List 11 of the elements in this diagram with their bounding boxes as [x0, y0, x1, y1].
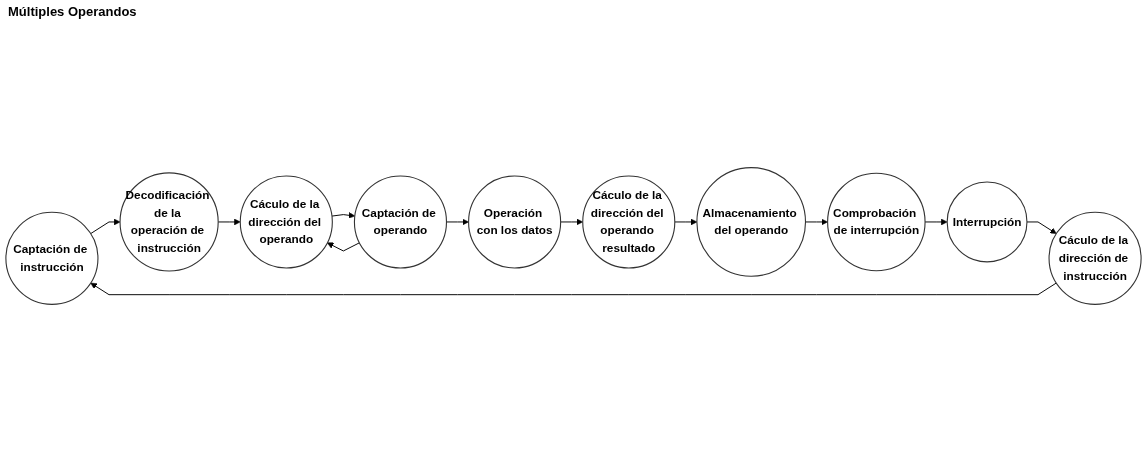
node-circle: Decodificación de la operación de instrucción	[119, 172, 219, 272]
node-circle: Cáculo de la dirección del operando resultado	[582, 175, 676, 269]
node-circle: Operación con los datos	[468, 175, 562, 269]
node-circle: Cáculo de la dirección del operando	[239, 175, 333, 269]
node-circle: Captación de instrucción	[5, 211, 99, 305]
node-circle: Cáculo de la dirección de instrucción	[1048, 211, 1142, 305]
node-circle: Comprobación de interrupción	[827, 172, 926, 272]
node-circle: Almacenamiento del operando	[696, 167, 807, 277]
note-text: Múltiples Operandos	[8, 4, 137, 19]
node-circle: Captación de operando	[353, 175, 448, 269]
node-circle: Interrupción	[946, 181, 1028, 263]
